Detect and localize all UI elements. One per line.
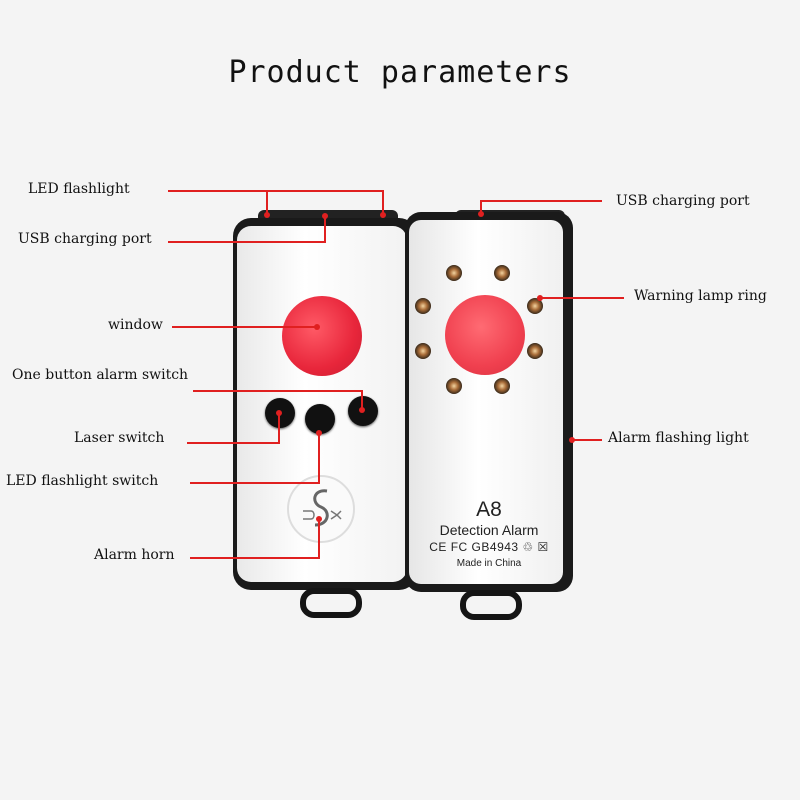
- callout-lamp-ring: [540, 297, 624, 299]
- label-lamp-ring: Warning lamp ring: [634, 288, 767, 304]
- warning-lamp: [446, 265, 462, 281]
- warning-lamp: [494, 378, 510, 394]
- label-alarm-horn: Alarm horn: [94, 547, 175, 563]
- callout-usb-right: [480, 200, 602, 202]
- left-device-window: [282, 296, 362, 376]
- warning-lamp: [527, 298, 543, 314]
- callout-led-switch: [190, 482, 320, 484]
- label-flashing-light: Alarm flashing light: [608, 430, 749, 446]
- callout-laser-switch: [187, 442, 280, 444]
- right-device-body: [405, 212, 573, 592]
- callout-alarm-horn: [190, 557, 320, 559]
- warning-lamp: [415, 343, 431, 359]
- callout-dot: [380, 212, 386, 218]
- callout-dot: [314, 324, 320, 330]
- callout-window: [172, 326, 318, 328]
- callout-usb-left: [324, 216, 326, 243]
- warning-lamp: [415, 298, 431, 314]
- callout-dot: [264, 212, 270, 218]
- callout-led-flashlight: [266, 190, 268, 215]
- left-lanyard-loop: [300, 588, 362, 618]
- label-usb-port-right: USB charging port: [616, 193, 750, 209]
- made-in-label: Made in China: [456, 558, 522, 569]
- callout-flashing-light: [572, 439, 602, 441]
- product-name-label: Detection Alarm: [439, 522, 539, 538]
- label-led-flashlight: LED flashlight: [28, 181, 130, 197]
- callout-led-switch: [318, 432, 320, 484]
- right-device-printing: A8 Detection Alarm CE FC GB4943 ♲ ☒ Made…: [405, 498, 573, 569]
- callout-usb-right: [480, 200, 482, 214]
- callout-dot: [537, 295, 543, 301]
- callout-dot: [478, 211, 484, 217]
- callout-dot: [359, 407, 365, 413]
- certification-marks: CE FC GB4943 ♲ ☒: [429, 540, 549, 554]
- callout-alarm-horn: [318, 518, 320, 559]
- right-lanyard-loop: [460, 590, 522, 620]
- callout-dot: [316, 516, 322, 522]
- warning-lamp: [446, 378, 462, 394]
- callout-led-flashlight: [168, 190, 384, 192]
- dsk-logo-icon: [287, 475, 355, 543]
- callout-laser-switch: [278, 412, 280, 444]
- callout-alarm-switch: [193, 390, 363, 392]
- warning-lamp: [494, 265, 510, 281]
- page-title: Product parameters: [228, 55, 572, 90]
- led-flashlight-switch-button: [305, 404, 335, 434]
- model-label: A8: [476, 498, 502, 521]
- callout-dot: [316, 430, 322, 436]
- warning-lamp: [527, 343, 543, 359]
- label-usb-port-left: USB charging port: [18, 231, 152, 247]
- callout-dot: [276, 410, 282, 416]
- callout-dot: [569, 437, 575, 443]
- callout-dot: [322, 213, 328, 219]
- callout-led-flashlight: [382, 190, 384, 215]
- label-laser-switch: Laser switch: [74, 430, 165, 446]
- callout-alarm-switch: [361, 390, 363, 410]
- label-led-switch: LED flashlight switch: [6, 473, 159, 489]
- label-window: window: [108, 317, 163, 333]
- right-device-window: [445, 295, 525, 375]
- callout-usb-left: [168, 241, 326, 243]
- label-alarm-switch: One button alarm switch: [12, 367, 189, 383]
